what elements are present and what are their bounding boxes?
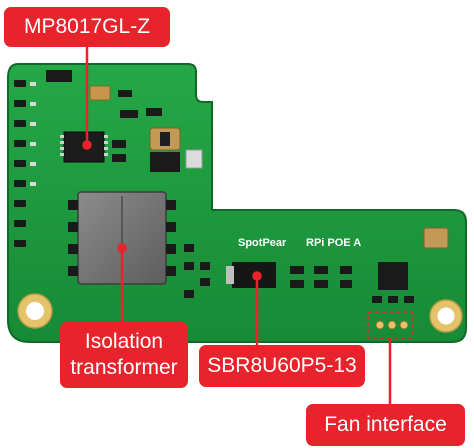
sbr8u60-diode	[226, 262, 276, 288]
right-capacitor-tan	[423, 227, 449, 249]
silkscreen-brand: SpotPear	[238, 237, 287, 249]
mounting-hole-right	[429, 299, 463, 333]
top-capacitor-tan	[89, 85, 111, 101]
callout-isolation-line2: transformer	[70, 356, 178, 379]
left-resistor-column	[14, 80, 26, 247]
callout-fan-interface-text: Fan interface	[324, 413, 447, 436]
transformer-side-components	[184, 244, 210, 298]
callout-isolation-transformer: Isolation transformer	[60, 322, 188, 388]
right-small-components	[372, 296, 414, 303]
diode-side-components	[290, 266, 352, 288]
isolation-transformer	[68, 191, 176, 285]
right-chip	[378, 262, 408, 290]
callout-sbr8u60-text: SBR8U60P5-13	[207, 354, 357, 377]
silkscreen-model: RPi POE A	[306, 237, 361, 249]
callout-mp8017: MP8017GL-Z	[4, 7, 170, 47]
top-chip	[46, 70, 72, 82]
left-pad-column	[30, 82, 36, 186]
callout-mp8017-text: MP8017GL-Z	[23, 15, 151, 38]
leader-lines	[82, 46, 392, 404]
callout-fan-interface: Fan interface	[306, 404, 465, 446]
mounting-hole-left	[17, 293, 53, 329]
ic-side-components	[112, 108, 203, 172]
callout-isolation-line1: Isolation	[84, 330, 164, 353]
callout-sbr8u60: SBR8U60P5-13	[199, 345, 365, 387]
small-part	[118, 90, 132, 97]
